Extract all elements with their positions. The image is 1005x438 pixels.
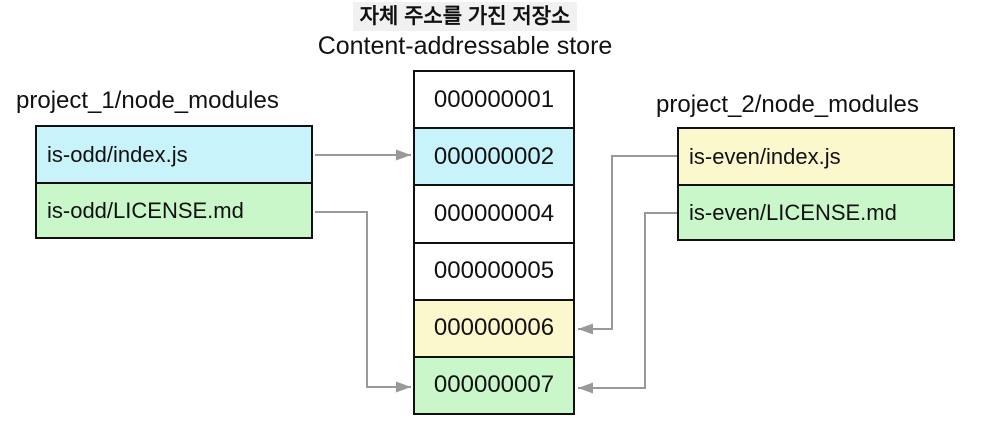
file-box-is-odd-index: is-odd/index.js [37,127,311,182]
title-english: Content-addressable store [317,32,613,61]
project-2-header: project_2/node_modules [656,91,919,118]
arrow-is-even-license-to-000000007 [578,212,677,394]
store-cell-1: 000000001 [415,72,573,128]
project-1-file-list: is-odd/index.js is-odd/LICENSE.md [35,125,313,239]
project-1-header: project_1/node_modules [16,87,279,114]
file-box-is-even-license: is-even/LICENSE.md [679,184,953,239]
diagram-title: 자체 주소를 가진 저장소 Content-addressable store [165,2,765,61]
file-box-is-even-index: is-even/index.js [679,129,953,184]
store-cell-3: 000000004 [415,184,573,242]
store-cell-4: 000000005 [415,241,573,299]
store-cell-6: 000000007 [415,355,573,414]
store-cell-5: 000000006 [415,298,573,356]
title-korean: 자체 주소를 가진 저장소 [352,2,578,32]
project-2-file-list: is-even/index.js is-even/LICENSE.md [677,127,955,241]
content-addressable-store-column: 000000001 000000002 000000004 000000005 … [413,70,575,415]
store-cell-2: 000000002 [415,127,573,185]
arrow-is-even-index-to-000000006 [578,155,677,335]
arrow-is-odd-license-to-000000007 [315,211,411,393]
file-box-is-odd-license: is-odd/LICENSE.md [37,182,311,237]
